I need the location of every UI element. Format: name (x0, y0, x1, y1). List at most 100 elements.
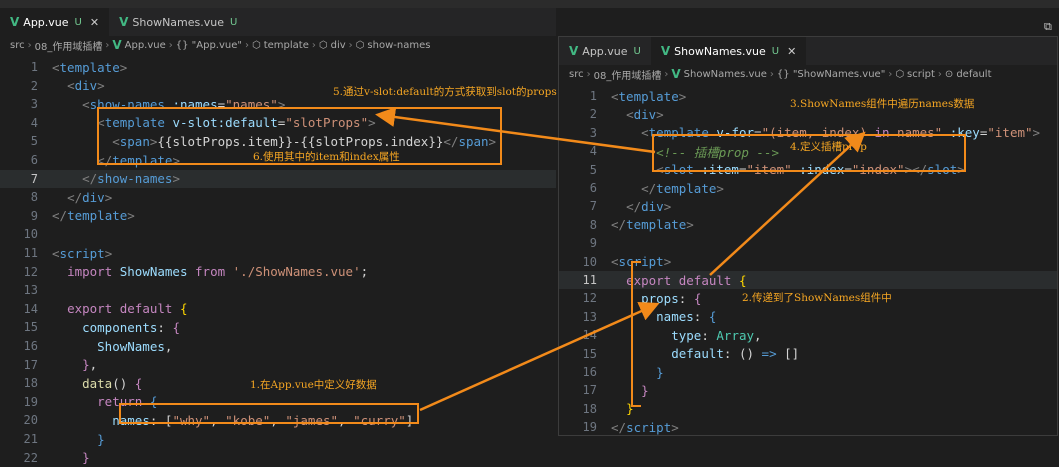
code-line[interactable]: 20 names: ["why", "kobe", "james", "curr… (0, 411, 414, 429)
code-text[interactable]: <script> (611, 254, 672, 270)
code-line[interactable]: 21 } (0, 430, 105, 448)
breadcrumb-item[interactable]: 08_作用域插槽 (593, 70, 662, 82)
code-line[interactable]: 12 import ShowNames from './ShowNames.vu… (0, 263, 369, 281)
breadcrumb-item[interactable]: {} "ShowNames.vue" (776, 68, 886, 80)
code-line[interactable]: 1<template> (559, 87, 687, 105)
breadcrumb-item[interactable]: App.vue (124, 39, 166, 51)
code-text[interactable]: </div> (626, 198, 672, 214)
code-line[interactable]: 11 export default { (559, 271, 747, 289)
code-text[interactable]: <template> (611, 88, 687, 104)
code-line[interactable]: 7 </div> (559, 197, 671, 215)
code-line[interactable]: 17 }, (0, 356, 98, 374)
code-text[interactable]: } (641, 382, 649, 398)
code-text[interactable]: </div> (67, 189, 113, 205)
code-text[interactable]: <div> (67, 78, 105, 94)
code-text[interactable]: </script> (611, 419, 679, 435)
code-line[interactable]: 19 return { (0, 393, 158, 411)
code-line[interactable]: 4 <template v-slot:default="slotProps"> (0, 114, 376, 132)
breadcrumb-item[interactable]: template (263, 39, 309, 51)
code-text[interactable]: <!-- 插槽prop --> (656, 144, 779, 160)
code-line[interactable]: 14 export default { (0, 300, 188, 318)
code-text[interactable]: </show-names> (82, 171, 180, 187)
code-text[interactable]: <span>{{slotProps.item}}-{{slotProps.ind… (112, 133, 497, 149)
tab-shownames-vue[interactable]: V ShowNames.vue U (109, 8, 247, 36)
code-line[interactable]: 1<template> (0, 58, 128, 76)
breadcrumb-item[interactable]: 08_作用域插槽 (34, 41, 103, 53)
code-line[interactable]: 6 </template> (559, 179, 724, 197)
line-number: 16 (23, 339, 38, 353)
code-line[interactable]: 10 (0, 225, 52, 243)
code-line[interactable]: 16 ShowNames, (0, 337, 173, 355)
code-text[interactable]: </template> (52, 208, 135, 224)
tab-shownames-vue[interactable]: V ShowNames.vue U ✕ (650, 37, 807, 65)
chevron-right-icon: › (245, 39, 249, 51)
code-line[interactable]: 9 (559, 234, 611, 252)
code-text[interactable]: } (82, 450, 90, 466)
code-line[interactable]: 18 } (559, 400, 634, 418)
code-text[interactable]: <script> (52, 245, 113, 261)
breadcrumb-item[interactable]: show-names (367, 39, 431, 51)
code-line[interactable]: 17 } (559, 381, 649, 399)
code-editor[interactable]: 1<template>2 <div>3 <template v-for="(it… (559, 83, 1057, 435)
code-line[interactable]: 19</script> (559, 418, 679, 435)
code-line[interactable]: 15 default: () => [] (559, 345, 800, 363)
code-line[interactable]: 8</template> (559, 216, 694, 234)
code-line[interactable]: 18 data() { (0, 374, 143, 392)
code-text[interactable]: <slot :item="item" :index="index"></slot… (656, 162, 965, 178)
code-line[interactable]: 10<script> (559, 253, 672, 271)
line-number: 7 (589, 199, 597, 214)
code-text[interactable]: default: () => [] (671, 346, 800, 362)
cube-icon: ⬡ (355, 39, 365, 51)
code-line[interactable]: 13 names: { (559, 308, 717, 326)
editor-pane-shownames-vue[interactable]: V App.vue U V ShowNames.vue U ✕ src› 08_… (558, 36, 1058, 436)
code-text[interactable]: data() { (82, 375, 143, 391)
tab-label: App.vue (23, 15, 69, 29)
code-text[interactable]: }, (82, 357, 98, 373)
code-text[interactable]: } (97, 431, 105, 447)
tab-app-vue[interactable]: V App.vue U (559, 37, 651, 65)
breadcrumb-item[interactable]: default (956, 68, 992, 80)
code-line[interactable]: 14 type: Array, (559, 326, 762, 344)
code-text[interactable]: names: ["why", "kobe", "james", "curry"] (112, 412, 414, 428)
breadcrumb-item[interactable]: div (330, 39, 346, 51)
breadcrumb-item[interactable]: src (569, 68, 584, 80)
split-editor-icon[interactable]: ⧉ (1044, 20, 1052, 33)
code-text[interactable]: import ShowNames from './ShowNames.vue'; (67, 264, 369, 280)
breadcrumb-item[interactable]: script (907, 68, 935, 80)
code-line[interactable]: 9</template> (0, 207, 135, 225)
chevron-right-icon: › (311, 39, 316, 51)
breadcrumb-item[interactable]: ShowNames.vue (683, 68, 767, 80)
tab-app-vue[interactable]: V App.vue U ✕ (0, 8, 110, 36)
code-text[interactable]: ShowNames, (97, 338, 173, 354)
code-editor[interactable]: 1<template>2 <div>3 <show-names :names="… (0, 54, 556, 467)
code-text[interactable]: names: { (656, 309, 717, 325)
breadcrumb-item[interactable]: {} "App.vue" (175, 39, 242, 51)
code-text[interactable]: </template> (611, 217, 694, 233)
code-line[interactable]: 22 } (0, 449, 90, 467)
code-text[interactable]: } (626, 401, 634, 417)
code-text[interactable]: components: { (82, 319, 180, 335)
code-line[interactable]: 11<script> (0, 244, 113, 262)
code-line[interactable]: 5 <slot :item="item" :index="index"></sl… (559, 161, 965, 179)
close-icon[interactable]: ✕ (787, 44, 797, 58)
code-line[interactable]: 2 <div> (559, 105, 664, 123)
code-text[interactable]: type: Array, (671, 327, 762, 343)
code-text[interactable]: <template v-slot:default="slotProps"> (97, 115, 376, 131)
code-line[interactable]: 4 <!-- 插槽prop --> (559, 142, 779, 160)
code-line[interactable]: 5 <span>{{slotProps.item}}-{{slotProps.i… (0, 132, 496, 150)
close-icon[interactable]: ✕ (89, 15, 100, 29)
code-text[interactable]: export default { (626, 272, 747, 288)
breadcrumb-item[interactable]: src (10, 39, 25, 51)
code-line[interactable]: 2 <div> (0, 77, 105, 95)
code-text[interactable]: </template> (641, 180, 724, 196)
code-text[interactable]: <div> (626, 106, 664, 122)
code-line[interactable]: 15 components: { (0, 318, 180, 336)
code-text[interactable]: export default { (67, 301, 188, 317)
code-text[interactable]: <template> (52, 59, 128, 75)
code-line[interactable]: 7 </show-names> (0, 170, 180, 188)
code-line[interactable]: 8 </div> (0, 188, 112, 206)
code-text[interactable]: return { (97, 394, 158, 410)
code-line[interactable]: 16 } (559, 363, 664, 381)
code-text[interactable]: } (656, 364, 664, 380)
code-line[interactable]: 13 (0, 281, 52, 299)
